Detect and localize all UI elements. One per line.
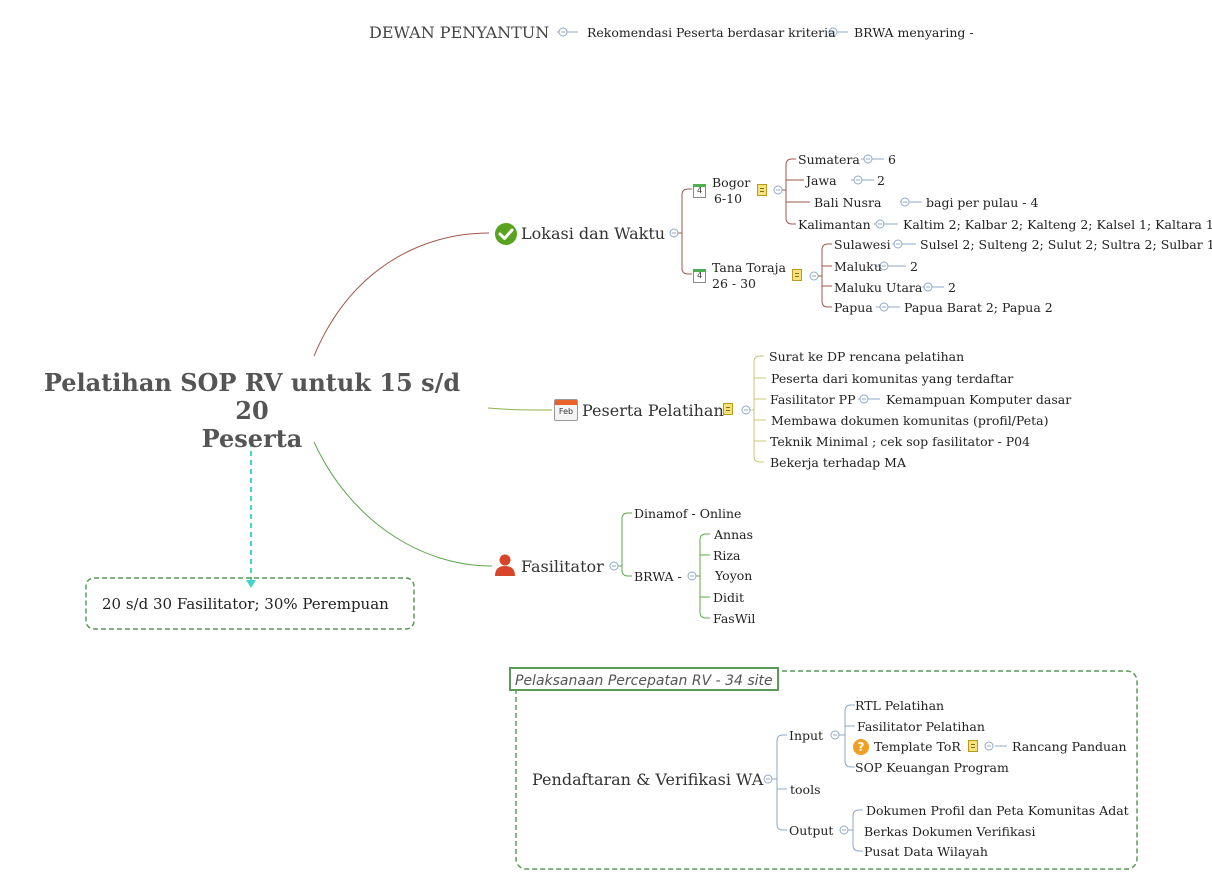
toraja-label: Tana Toraja <box>712 260 786 275</box>
dewan-penyantun[interactable]: DEWAN PENYANTUN <box>369 23 550 42</box>
toraja-node[interactable]: Tana Toraja 26 - 30 <box>712 260 786 292</box>
input-item[interactable]: RTL Pelatihan <box>855 698 945 713</box>
peserta-item[interactable]: Surat ke DP rencana pelatihan <box>769 349 965 364</box>
brwa-member[interactable]: Yoyon <box>715 568 753 583</box>
central-topic-line1: Pelatihan SOP RV untuk 15 s/d 20 <box>43 368 461 425</box>
peserta-item[interactable]: Teknik Minimal ; cek sop fasilitator - P… <box>770 434 1031 449</box>
peserta-item[interactable]: Membawa dokumen komunitas (profil/Peta) <box>771 413 1049 428</box>
side-box-border <box>85 577 415 630</box>
maluku-value[interactable]: 2 <box>910 259 918 274</box>
maluku-utara-value[interactable]: 2 <box>948 280 956 295</box>
sumatera-node[interactable]: Sumatera <box>798 152 860 167</box>
note-icon[interactable] <box>757 184 767 196</box>
input-node[interactable]: Input <box>789 728 824 743</box>
balinusra-value[interactable]: bagi per pulau - 4 <box>926 195 1039 210</box>
edge-peserta <box>487 407 553 411</box>
lokasi-waktu-node[interactable]: Lokasi dan Waktu <box>521 224 666 243</box>
papua-node[interactable]: Papua <box>834 300 873 315</box>
jawa-node[interactable]: Jawa <box>806 173 837 188</box>
fasilitator-pp-node[interactable]: Fasilitator PP <box>770 392 856 407</box>
note-icon[interactable] <box>968 740 978 752</box>
rancang-panduan-node[interactable]: Rancang Panduan <box>1012 739 1127 754</box>
note-icon[interactable] <box>792 269 802 281</box>
template-tor-node[interactable]: Template ToR <box>874 739 961 754</box>
pelaksanaan-title[interactable]: Pelaksanaan Percepatan RV - 34 site <box>509 667 779 691</box>
question-icon: ? <box>853 739 869 755</box>
calendar-icon: 4 <box>693 184 706 198</box>
calendar-icon: 4 <box>693 269 706 283</box>
central-topic[interactable]: Pelatihan SOP RV untuk 15 s/d 20 Peserta <box>28 369 476 453</box>
edge-lokasi <box>313 232 490 357</box>
arrow-head <box>246 580 256 588</box>
brwa-node[interactable]: BRWA - <box>634 569 682 584</box>
input-item[interactable]: Fasilitator Pelatihan <box>857 719 985 734</box>
pendaftaran-node[interactable]: Pendaftaran & Verifikasi WA <box>532 770 764 789</box>
note-icon[interactable] <box>723 403 733 415</box>
bogor-node[interactable]: Bogor 6-10 <box>712 175 750 207</box>
edge-fasilitator <box>313 441 493 567</box>
toraja-date: 26 - 30 <box>712 276 756 291</box>
side-box-text[interactable]: 20 s/d 30 Fasilitator; 30% Perempuan <box>102 595 389 613</box>
pelaksanaan-box <box>515 670 1138 870</box>
brwa-member[interactable]: Riza <box>713 548 741 563</box>
peserta-pelatihan-node[interactable]: Peserta Pelatihan <box>582 401 724 420</box>
check-icon <box>495 223 517 245</box>
central-topic-line2: Peserta <box>201 424 303 453</box>
peserta-item[interactable]: Bekerja terhadap MA <box>770 455 906 470</box>
calendar-feb-icon: Feb <box>554 399 578 421</box>
bogor-date: 6-10 <box>714 191 743 206</box>
kemampuan-komputer-node[interactable]: Kemampuan Komputer dasar <box>886 392 1072 407</box>
output-node[interactable]: Output <box>789 823 834 838</box>
dinamof-online-node[interactable]: Dinamof - Online <box>634 506 742 521</box>
maluku-node[interactable]: Maluku <box>834 259 882 274</box>
calendar-feb-text: Feb <box>558 407 574 416</box>
output-item[interactable]: Berkas Dokumen Verifikasi <box>864 824 1036 839</box>
sulawesi-node[interactable]: Sulawesi <box>834 237 891 252</box>
brwa-member[interactable]: Didit <box>713 590 745 605</box>
output-item[interactable]: Dokumen Profil dan Peta Komunitas Adat <box>866 803 1129 818</box>
balinusra-node[interactable]: Bali Nusra <box>814 195 882 210</box>
kalimantan-value[interactable]: Kaltim 2; Kalbar 2; Kalteng 2; Kalsel 1;… <box>903 217 1212 232</box>
papua-value[interactable]: Papua Barat 2; Papua 2 <box>904 300 1053 315</box>
output-item[interactable]: Pusat Data Wilayah <box>864 844 988 859</box>
bogor-label: Bogor <box>712 175 751 190</box>
fasilitator-node[interactable]: Fasilitator <box>521 557 604 576</box>
input-item[interactable]: SOP Keuangan Program <box>855 760 1009 775</box>
kalimantan-node[interactable]: Kalimantan <box>798 217 871 232</box>
maluku-utara-node[interactable]: Maluku Utara <box>834 280 923 295</box>
sulawesi-value[interactable]: Sulsel 2; Sulteng 2; Sulut 2; Sultra 2; … <box>920 237 1212 252</box>
brwa-member[interactable]: Annas <box>714 527 753 542</box>
brwa-menyaring-node[interactable]: BRWA menyaring - <box>854 25 974 40</box>
peserta-item[interactable]: Peserta dari komunitas yang terdaftar <box>771 371 1014 386</box>
tools-node[interactable]: tools <box>790 782 821 797</box>
brwa-member[interactable]: FasWil <box>713 611 756 626</box>
jawa-value[interactable]: 2 <box>877 173 885 188</box>
sumatera-value[interactable]: 6 <box>888 152 896 167</box>
rekomendasi-node[interactable]: Rekomendasi Peserta berdasar kriteria <box>587 25 836 40</box>
person-icon <box>495 554 515 576</box>
